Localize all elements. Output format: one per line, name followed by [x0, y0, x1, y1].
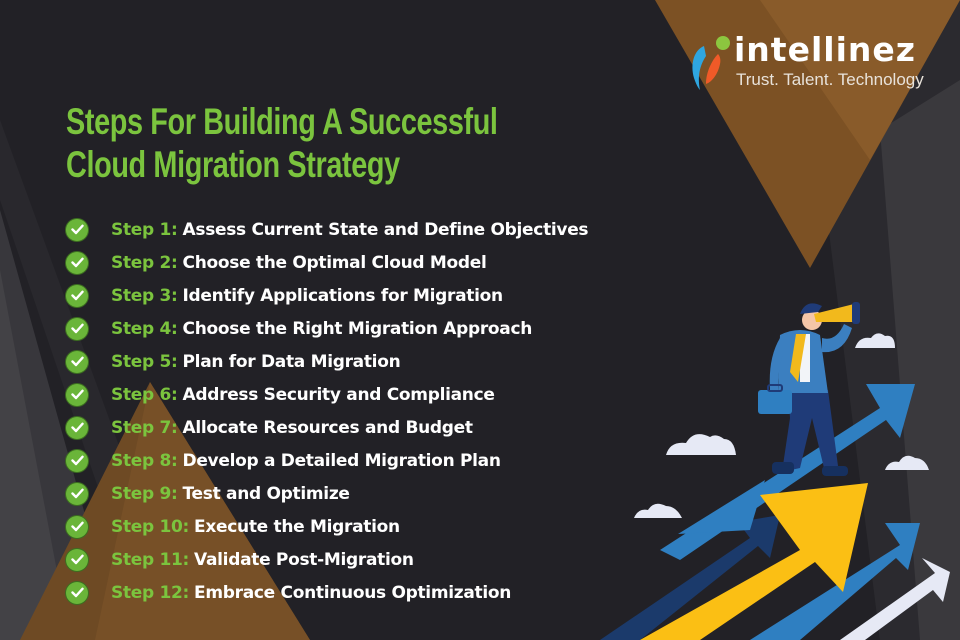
- step-item-2: Step 2:Choose the Optimal Cloud Model: [66, 246, 588, 279]
- step-text: Test and Optimize: [182, 483, 350, 504]
- step-item-10: Step 10:Execute the Migration: [66, 510, 588, 543]
- check-circle-icon: [66, 581, 88, 604]
- check-circle-icon: [66, 449, 88, 472]
- title-line-2: Cloud Migration Strategy: [66, 144, 400, 185]
- step-text: Choose the Right Migration Approach: [182, 318, 533, 339]
- step-text: Address Security and Compliance: [182, 384, 495, 405]
- step-text: Allocate Resources and Budget: [182, 417, 473, 438]
- step-text: Validate Post-Migration: [194, 549, 414, 570]
- step-label: Step 4:: [111, 318, 178, 339]
- step-label: Step 5:: [111, 351, 178, 372]
- step-label: Step 11:: [111, 549, 190, 570]
- check-circle-icon: [66, 284, 88, 307]
- step-text: Plan for Data Migration: [182, 351, 401, 372]
- check-circle-icon: [66, 218, 88, 241]
- brand-logo: intellinez Trust. Talent. Technology: [690, 30, 930, 94]
- steps-list: Step 1:Assess Current State and Define O…: [66, 213, 589, 609]
- step-item-4: Step 4:Choose the Right Migration Approa…: [66, 312, 588, 345]
- check-circle-icon: [66, 383, 88, 406]
- step-label: Step 6:: [111, 384, 178, 405]
- step-item-7: Step 7:Allocate Resources and Budget: [66, 411, 588, 444]
- step-text: Embrace Continuous Optimization: [194, 582, 512, 603]
- step-label: Step 8:: [111, 450, 178, 471]
- step-label: Step 2:: [111, 252, 178, 273]
- check-circle-icon: [66, 251, 88, 274]
- check-circle-icon: [66, 482, 88, 505]
- step-item-6: Step 6:Address Security and Compliance: [66, 378, 588, 411]
- page-title: Steps For Building A Successful Cloud Mi…: [66, 100, 498, 186]
- title-line-1: Steps For Building A Successful: [66, 101, 498, 142]
- step-item-1: Step 1:Assess Current State and Define O…: [66, 213, 589, 246]
- step-label: Step 10:: [111, 516, 190, 537]
- logo-tagline: Trust. Talent. Technology: [736, 70, 924, 89]
- check-circle-icon: [66, 416, 88, 439]
- step-text: Develop a Detailed Migration Plan: [182, 450, 501, 471]
- step-item-8: Step 8:Develop a Detailed Migration Plan: [66, 444, 588, 477]
- cloud-icon: [634, 333, 929, 518]
- step-label: Step 9:: [111, 483, 178, 504]
- step-text: Execute the Migration: [194, 516, 400, 537]
- step-item-5: Step 5:Plan for Data Migration: [66, 345, 588, 378]
- check-circle-icon: [66, 515, 88, 538]
- check-circle-icon: [66, 317, 88, 340]
- step-label: Step 1:: [111, 219, 178, 240]
- step-item-9: Step 9:Test and Optimize: [66, 477, 588, 510]
- check-circle-icon: [66, 548, 88, 571]
- step-label: Step 7:: [111, 417, 178, 438]
- step-label: Step 3:: [111, 285, 178, 306]
- step-text: Assess Current State and Define Objectiv…: [182, 219, 589, 240]
- logo-wordmark: intellinez: [734, 30, 916, 69]
- step-label: Step 12:: [111, 582, 190, 603]
- step-item-3: Step 3:Identify Applications for Migrati…: [66, 279, 588, 312]
- businessman-icon: [758, 302, 860, 476]
- logo-mark-icon: [692, 36, 730, 90]
- step-text: Identify Applications for Migration: [182, 285, 504, 306]
- step-item-11: Step 11:Validate Post-Migration: [66, 543, 588, 576]
- step-item-12: Step 12:Embrace Continuous Optimization: [66, 576, 588, 609]
- check-circle-icon: [66, 350, 88, 373]
- step-text: Choose the Optimal Cloud Model: [182, 252, 487, 273]
- businessman-arrows-illustration: [600, 302, 950, 640]
